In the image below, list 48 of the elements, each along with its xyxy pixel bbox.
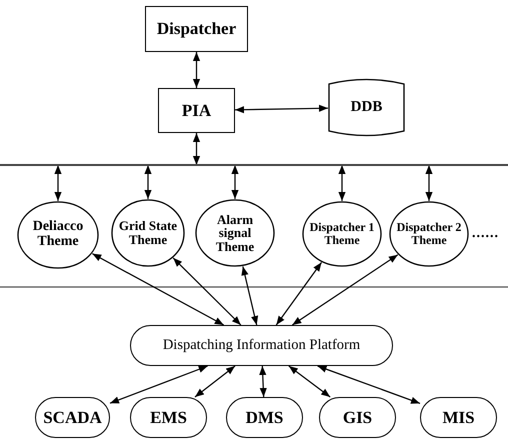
node-label: DDB — [350, 100, 384, 116]
arrow — [292, 254, 398, 326]
arrow — [231, 165, 239, 199]
arrow — [259, 366, 267, 398]
arrow — [276, 262, 322, 326]
arrow — [234, 104, 328, 114]
database-cylinder — [328, 78, 405, 137]
node-label: SCADA — [42, 408, 103, 426]
theme-ellipse — [389, 201, 469, 267]
arrow — [192, 133, 200, 165]
node-label: PIA — [180, 102, 212, 120]
system-box — [226, 397, 303, 438]
arrow — [110, 365, 208, 404]
node-label: DMS — [244, 408, 284, 426]
system-box — [130, 397, 207, 438]
system-box — [420, 397, 497, 438]
arrow — [92, 253, 224, 326]
process-box — [145, 6, 248, 52]
theme-ellipse — [17, 201, 99, 269]
arrow — [338, 165, 346, 201]
arrow — [194, 366, 236, 398]
platform-box — [130, 325, 393, 366]
ellipsis-text: ...... — [472, 226, 499, 242]
theme-ellipse — [111, 199, 185, 267]
arrow — [192, 52, 200, 88]
node-label: Dispatcher 2 Theme — [396, 221, 462, 247]
process-box — [158, 88, 235, 133]
bus-line — [0, 164, 508, 166]
arrow — [144, 165, 152, 199]
arrow — [241, 266, 258, 326]
node-label: Dispatching Information Platform — [162, 338, 362, 354]
arrow — [54, 165, 62, 201]
node-label: EMS — [149, 408, 188, 426]
node-label: Deliacco Theme — [32, 220, 84, 250]
system-box — [319, 397, 396, 438]
node-label: Dispatcher 1 Theme — [308, 221, 376, 247]
theme-ellipse — [302, 201, 382, 267]
node-label: GIS — [342, 408, 374, 426]
node-label: Alarm signal Theme — [214, 212, 256, 254]
theme-ellipse — [195, 199, 275, 267]
arrow — [317, 365, 420, 404]
arrow — [425, 165, 433, 201]
node-label: Grid State Theme — [118, 219, 178, 247]
arrow — [288, 366, 331, 398]
arrow — [172, 258, 242, 326]
system-box — [35, 397, 110, 438]
node-label: Dispatcher — [156, 20, 238, 38]
node-label: MIS — [441, 408, 476, 426]
